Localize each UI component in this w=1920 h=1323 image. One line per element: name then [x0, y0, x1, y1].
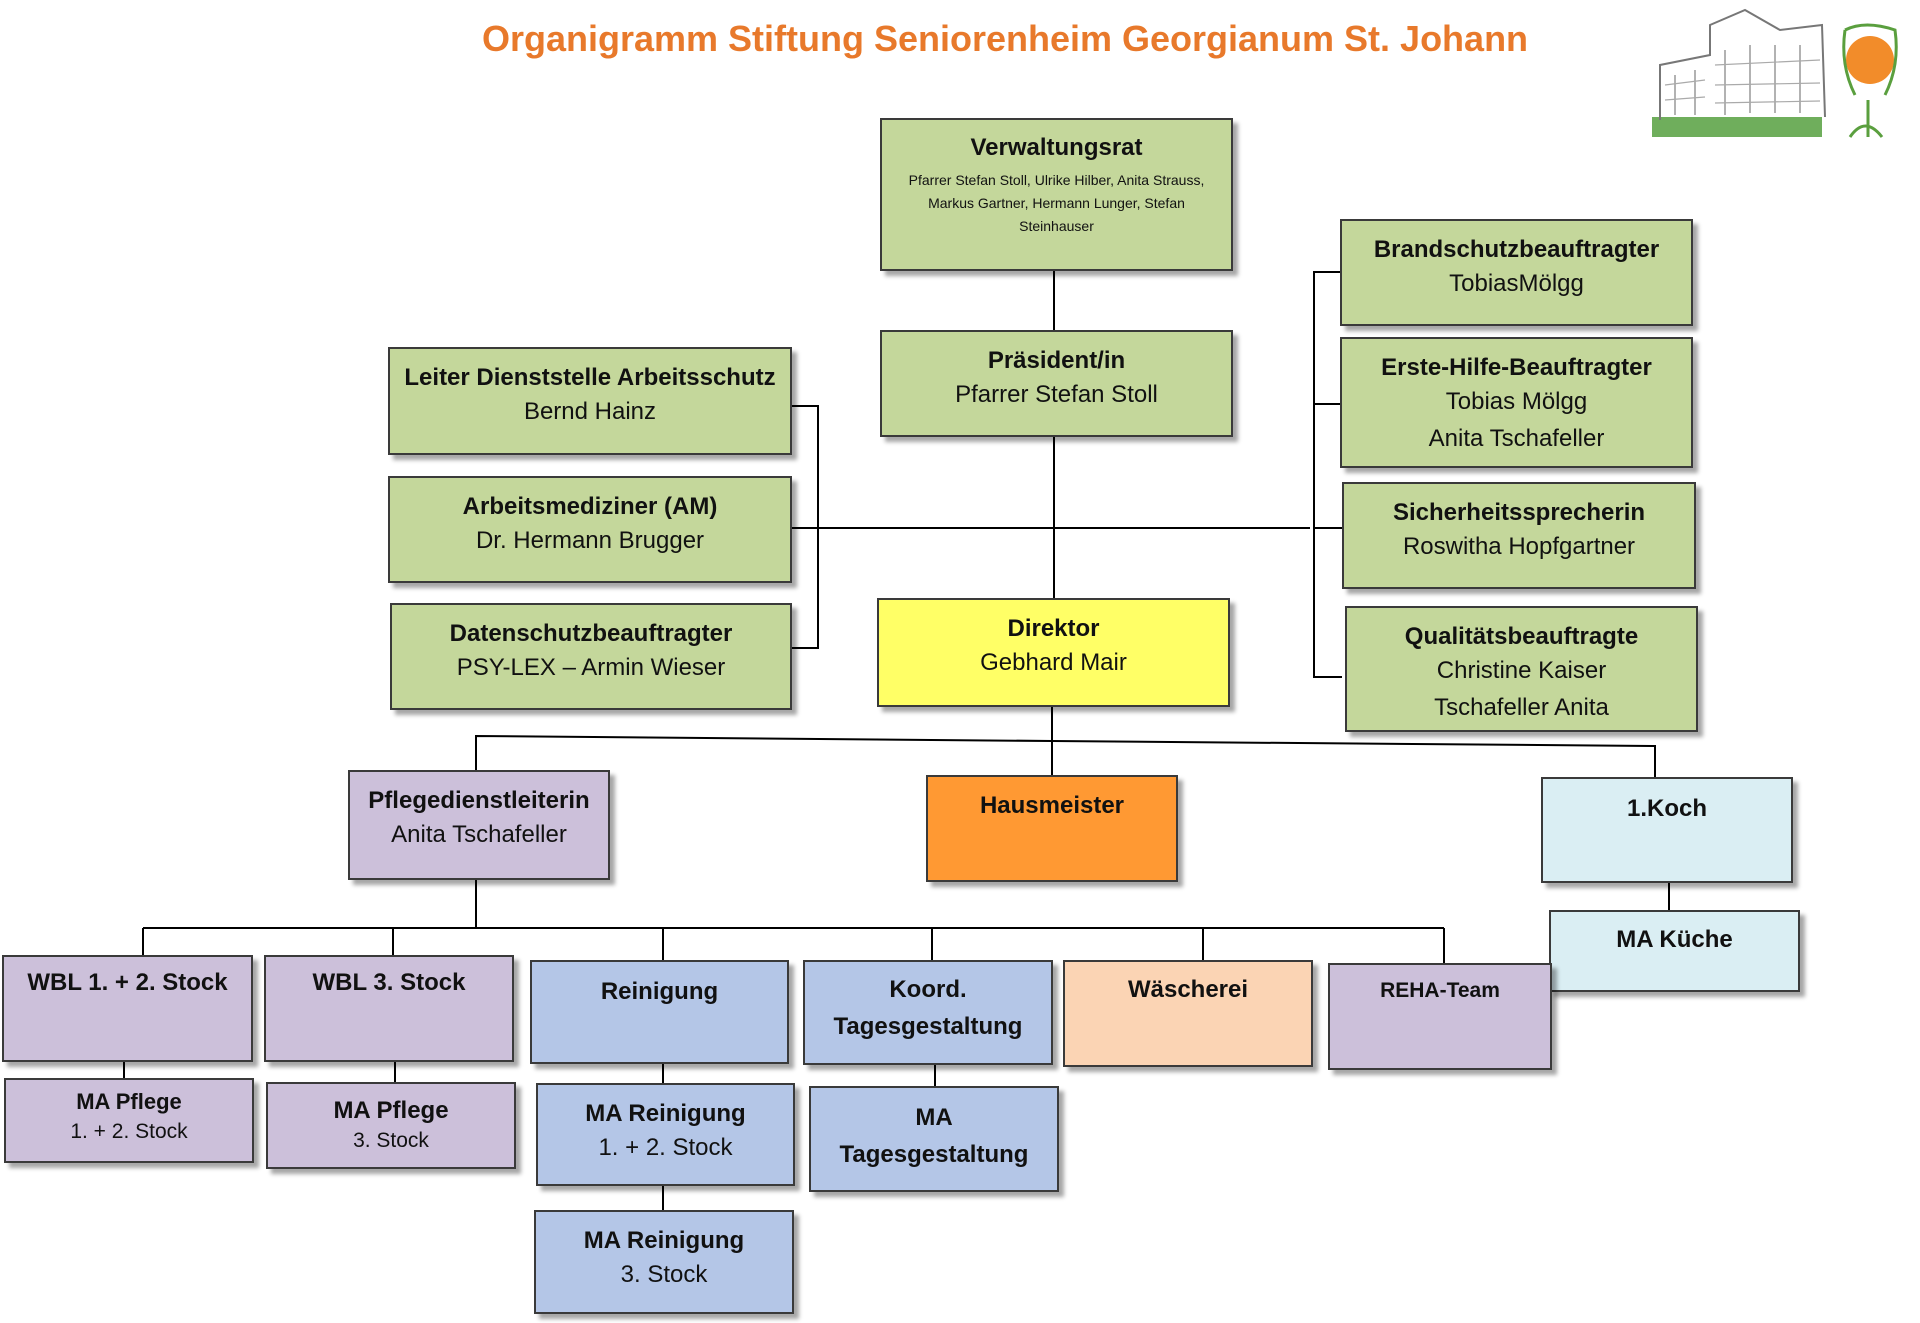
verwaltungsrat-members: Pfarrer Stefan Stoll, Ulrike Hilber, Ani… [908, 172, 1205, 234]
verwaltungsrat-role: Verwaltungsrat [970, 134, 1143, 161]
qualitaet-role: Qualitätsbeauftragte [1404, 623, 1639, 650]
box-leiter-arbeitsschutz: Leiter Dienststelle Arbeitsschutz Bernd … [388, 347, 792, 455]
direktor-role: Direktor [1007, 615, 1100, 642]
box-koord-tagesgestaltung: Koord. Tagesgestaltung [803, 960, 1053, 1065]
box-erste-hilfe: Erste-Hilfe-Beauftragter Tobias Mölgg An… [1340, 337, 1693, 468]
brandschutz-name: TobiasMölgg [1449, 270, 1584, 298]
box-arbeitsmediziner: Arbeitsmediziner (AM) Dr. Hermann Brugge… [388, 476, 792, 583]
box-sicherheit: Sicherheitssprecherin Roswitha Hopfgartn… [1342, 482, 1696, 589]
brandschutz-role: Brandschutzbeauftragter [1373, 236, 1660, 263]
koch-role: 1.Koch [1626, 795, 1707, 822]
box-hausmeister: Hausmeister [926, 775, 1178, 882]
waescherei-role: Wäscherei [1127, 976, 1249, 1003]
ma-tages-role-1: MA [915, 1104, 953, 1131]
box-reinigung: Reinigung [530, 960, 789, 1064]
leiter-arbeitsschutz-name: Bernd Hainz [523, 398, 657, 426]
ma-reinigung-12-name: 1. + 2. Stock [598, 1134, 733, 1162]
wbl-12-role: WBL 1. + 2. Stock [27, 969, 228, 996]
leiter-arbeitsschutz-role: Leiter Dienststelle Arbeitsschutz [404, 364, 776, 391]
pflegedienst-role: Pflegedienstleiterin [368, 787, 590, 814]
box-direktor: Direktor Gebhard Mair [877, 598, 1230, 707]
reinigung-role: Reinigung [600, 978, 719, 1005]
hausmeister-role: Hausmeister [979, 792, 1125, 819]
reha-team-role: REHA-Team [1380, 979, 1500, 1002]
box-ma-kueche: MA Küche [1549, 910, 1800, 992]
pflegedienst-name: Anita Tschafeller [391, 821, 567, 849]
box-koch: 1.Koch [1541, 777, 1793, 883]
box-brandschutz: Brandschutzbeauftragter TobiasMölgg [1340, 219, 1693, 326]
box-ma-reinigung-3: MA Reinigung 3. Stock [534, 1210, 794, 1314]
sicherheit-name: Roswitha Hopfgartner [1402, 533, 1636, 561]
arbeitsmediziner-role: Arbeitsmediziner (AM) [462, 493, 718, 520]
erste-hilfe-name-2: Anita Tschafeller [1428, 425, 1605, 453]
datenschutz-role: Datenschutzbeauftragter [449, 620, 733, 647]
box-praesident: Präsident/in Pfarrer Stefan Stoll [880, 330, 1233, 437]
box-ma-reinigung-12: MA Reinigung 1. + 2. Stock [536, 1083, 795, 1186]
erste-hilfe-name-1: Tobias Mölgg [1445, 388, 1588, 416]
wbl-3-role: WBL 3. Stock [312, 969, 466, 996]
praesident-name: Pfarrer Stefan Stoll [955, 381, 1158, 409]
direktor-name: Gebhard Mair [980, 649, 1127, 677]
box-wbl-12: WBL 1. + 2. Stock [2, 955, 253, 1062]
koord-role-1: Koord. [889, 976, 967, 1003]
sicherheit-role: Sicherheitssprecherin [1392, 499, 1646, 526]
qualitaet-name-1: Christine Kaiser [1436, 657, 1607, 685]
box-ma-tagesgestaltung: MA Tagesgestaltung [809, 1086, 1059, 1192]
ma-pflege-12-role: MA Pflege [76, 1089, 182, 1114]
box-ma-pflege-12: MA Pflege 1. + 2. Stock [4, 1078, 254, 1163]
ma-pflege-3-role: MA Pflege [333, 1097, 449, 1124]
ma-kueche-role: MA Küche [1616, 926, 1733, 953]
box-reha-team: REHA-Team [1328, 963, 1552, 1070]
datenschutz-name: PSY-LEX – Armin Wieser [456, 654, 726, 682]
box-datenschutz: Datenschutzbeauftragter PSY-LEX – Armin … [390, 603, 792, 710]
erste-hilfe-role: Erste-Hilfe-Beauftragter [1381, 354, 1652, 381]
koord-role-2: Tagesgestaltung [833, 1013, 1023, 1041]
box-verwaltungsrat: Verwaltungsrat Pfarrer Stefan Stoll, Ulr… [880, 118, 1233, 271]
ma-pflege-3-name: 3. Stock [353, 1129, 429, 1153]
box-wbl-3: WBL 3. Stock [264, 955, 514, 1062]
box-qualitaet: Qualitätsbeauftragte Christine Kaiser Ts… [1345, 606, 1698, 732]
chart-title: Organigramm Stiftung Seniorenheim Georgi… [481, 18, 1529, 59]
building-sun-logo [1652, 8, 1898, 138]
ma-tages-role-2: Tagesgestaltung [839, 1141, 1029, 1169]
ma-pflege-12-name: 1. + 2. Stock [70, 1119, 188, 1143]
ma-reinigung-12-role: MA Reinigung [585, 1100, 746, 1127]
ma-reinigung-3-role: MA Reinigung [583, 1227, 745, 1254]
qualitaet-name-2: Tschafeller Anita [1434, 694, 1609, 722]
box-pflegedienstleiterin: Pflegedienstleiterin Anita Tschafeller [348, 770, 610, 880]
ma-reinigung-3-name: 3. Stock [620, 1261, 708, 1289]
box-ma-pflege-3: MA Pflege 3. Stock [266, 1082, 516, 1169]
praesident-role: Präsident/in [987, 347, 1126, 374]
arbeitsmediziner-name: Dr. Hermann Brugger [475, 527, 705, 555]
box-waescherei: Wäscherei [1063, 960, 1313, 1067]
